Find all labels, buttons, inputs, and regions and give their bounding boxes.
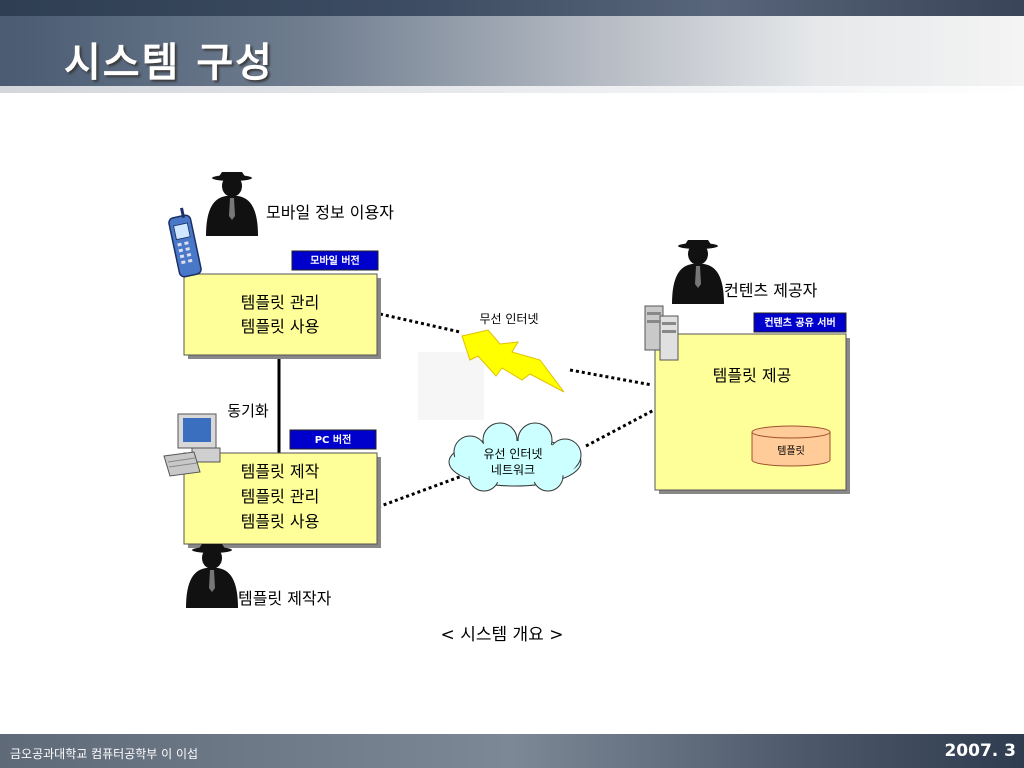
template-database-icon	[751, 425, 831, 467]
content-server-tag	[753, 312, 847, 333]
template-provide-label: 템플릿 제공	[713, 366, 792, 385]
title-bar	[0, 16, 1024, 86]
mobile-box-line2: 템플릿 사용	[241, 317, 320, 336]
server-stack-icon	[644, 305, 679, 361]
pc-box-line1: 템플릿 제작	[241, 462, 320, 481]
pc-version-tag	[289, 429, 377, 450]
content-provider-figure-icon	[672, 240, 724, 304]
pc-version-box	[183, 452, 378, 545]
mobile-phone-icon	[168, 207, 202, 278]
content-server-box	[654, 333, 847, 491]
wired-link-right	[585, 408, 655, 448]
template-maker-label: 템플릿 제작자	[238, 589, 332, 608]
mobile-version-tag	[291, 250, 379, 271]
wired-label-line1: 유선 인터넷	[483, 447, 542, 461]
mobile-user-figure-icon	[206, 172, 258, 236]
pc-version-tag-label: PC 버전	[315, 433, 352, 446]
database-label: 템플릿	[777, 445, 805, 457]
wireless-label: 무선 인터넷	[479, 312, 538, 326]
wireless-link-right	[569, 368, 653, 387]
footer-bar	[0, 734, 1024, 768]
top-accent-bar	[0, 0, 1024, 16]
wired-link-left	[377, 474, 463, 509]
footer-date: 2007. 3	[944, 741, 1016, 761]
mobile-box-line1: 템플릿 관리	[241, 293, 320, 312]
placeholder-square	[418, 352, 484, 420]
title-underline	[0, 86, 1024, 93]
mobile-user-label: 모바일 정보 이용자	[266, 203, 394, 222]
template-maker-figure-icon	[186, 544, 238, 608]
pc-box-line3: 템플릿 사용	[241, 512, 320, 531]
pc-box-line2: 템플릿 관리	[241, 487, 320, 506]
lightning-bolt-icon	[461, 329, 565, 393]
diagram-caption: < 시스템 개요 >	[440, 625, 564, 645]
content-provider-label: 컨텐츠 제공자	[724, 281, 818, 300]
slide-title: 시스템 구성	[64, 40, 274, 86]
wired-label-line2: 네트워크	[491, 463, 535, 477]
mobile-version-box	[183, 273, 378, 356]
content-server-tag-label: 컨텐츠 공유 서버	[764, 316, 835, 329]
wireless-link-left	[379, 312, 461, 334]
footer-author: 금오공과대학교 컴퓨터공학부 이 이섭	[10, 747, 199, 761]
desktop-computer-icon	[163, 413, 221, 477]
mobile-version-tag-label: 모바일 버전	[310, 254, 359, 267]
sync-label: 동기화	[227, 402, 269, 420]
cloud-icon	[448, 422, 582, 492]
